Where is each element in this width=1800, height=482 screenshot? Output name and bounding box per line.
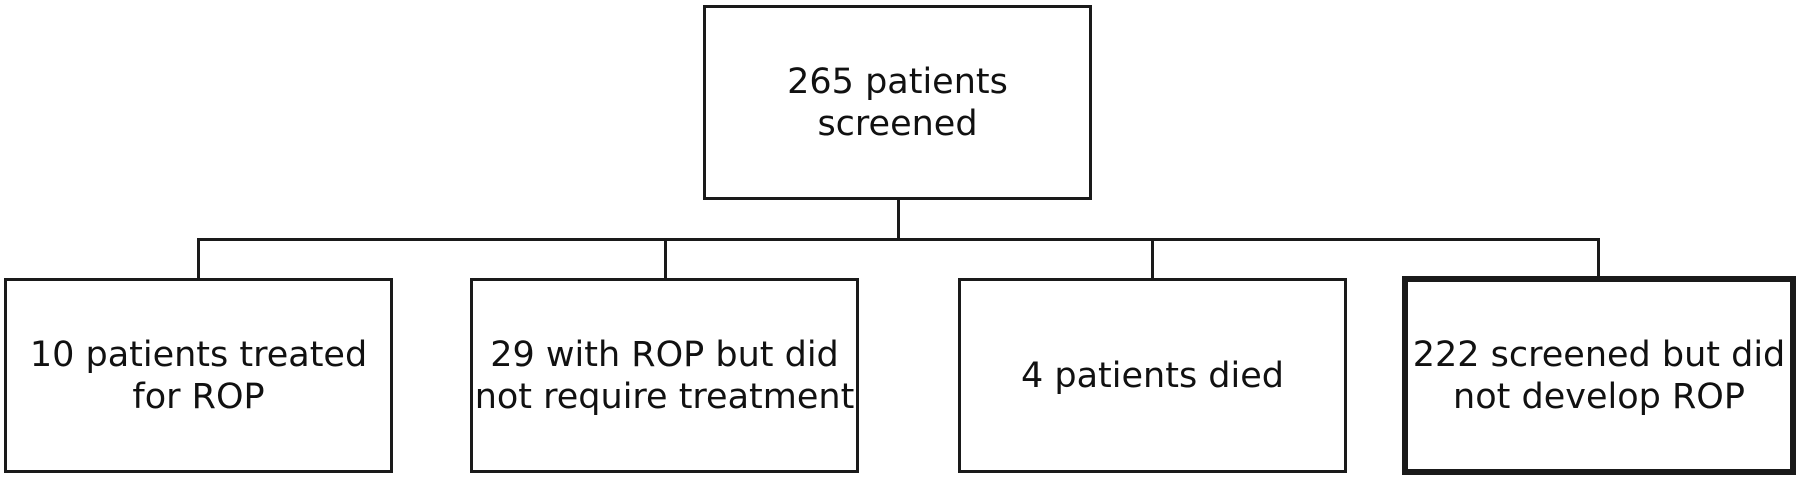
outcome-box-no-rop-label: 222 screened but did not develop ROP	[1412, 334, 1786, 417]
branch-connector-1	[197, 238, 200, 280]
outcome-box-treated-label: 10 patients treated for ROP	[29, 334, 368, 417]
root-box: 265 patients screened	[703, 5, 1092, 200]
outcome-box-died: 4 patients died	[958, 278, 1347, 473]
branch-connector-4	[1597, 238, 1600, 280]
root-box-label: 265 patients screened	[787, 61, 1008, 144]
branch-connector-2	[664, 238, 667, 280]
outcome-box-died-label: 4 patients died	[1021, 355, 1284, 396]
outcome-box-no-treatment-label: 29 with ROP but did not require treatmen…	[474, 334, 855, 417]
horizontal-branch-connector	[197, 238, 1600, 241]
outcome-box-treated: 10 patients treated for ROP	[4, 278, 393, 473]
root-stem-connector	[897, 197, 900, 240]
branch-connector-3	[1151, 238, 1154, 280]
outcome-box-no-treatment: 29 with ROP but did not require treatmen…	[470, 278, 859, 473]
outcome-box-no-rop: 222 screened but did not develop ROP	[1402, 276, 1796, 475]
